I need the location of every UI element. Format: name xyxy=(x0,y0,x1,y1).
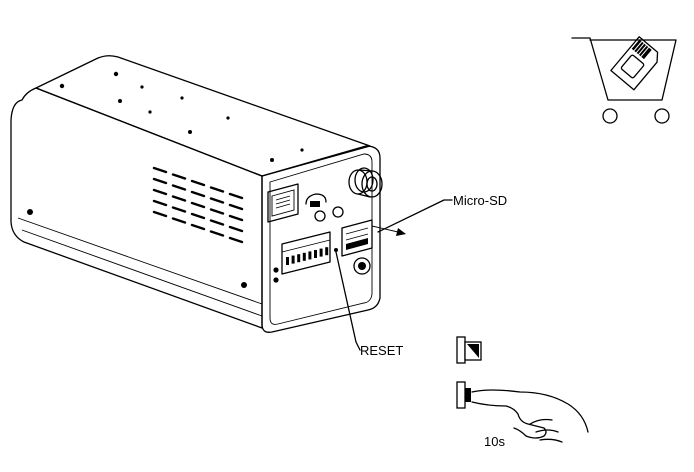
button-pressed-icon: 10s xyxy=(456,381,589,449)
terminal-pin xyxy=(325,247,329,256)
led-icon xyxy=(314,210,326,222)
vent-slot xyxy=(171,173,187,180)
terminal-pin xyxy=(286,257,289,265)
hand-press-icon xyxy=(471,389,589,443)
vent-slots xyxy=(152,166,244,244)
terminal-pin xyxy=(319,248,323,257)
vent-slot xyxy=(209,186,225,193)
vent-slot xyxy=(209,197,225,204)
vent-slot xyxy=(228,236,244,244)
camera-body xyxy=(10,55,381,333)
micro-sd-slot-icon xyxy=(341,219,373,257)
vent-slot xyxy=(152,188,168,196)
vent-slot xyxy=(152,199,168,207)
vent-slot xyxy=(171,195,187,202)
rear-panel xyxy=(267,167,383,283)
shopping-cart-icon xyxy=(571,36,677,124)
vent-slot xyxy=(209,230,225,237)
vent-slot xyxy=(152,210,168,218)
bnc-connector-icon xyxy=(348,167,383,198)
terminal-pin xyxy=(297,254,301,263)
sd-card-icon xyxy=(610,36,659,91)
ethernet-port-icon xyxy=(267,183,299,223)
terminal-pin xyxy=(308,251,312,260)
vent-slot xyxy=(152,166,168,174)
vent-slot xyxy=(190,179,206,187)
terminal-pin xyxy=(314,250,317,258)
vent-slot xyxy=(152,177,168,185)
vent-slot xyxy=(190,190,206,198)
duration-label: 10s xyxy=(484,434,505,449)
reset-hole-icon xyxy=(334,248,338,252)
terminal-block-icon xyxy=(281,231,331,275)
vent-slot xyxy=(209,208,225,215)
audio-jack-icon xyxy=(305,193,327,207)
button-released-icon xyxy=(456,336,482,364)
side-screw-icon xyxy=(27,209,33,215)
vent-slot xyxy=(171,184,187,191)
vent-slot xyxy=(228,192,244,200)
vent-slot xyxy=(228,225,244,233)
micro-sd-callout: Micro-SD xyxy=(371,193,507,236)
vent-slot xyxy=(209,219,225,226)
terminal-pin xyxy=(291,255,295,264)
vent-slot xyxy=(171,217,187,224)
terminal-pin xyxy=(302,252,306,261)
vent-slot xyxy=(171,206,187,213)
reset-label: RESET xyxy=(360,343,403,358)
vent-slot xyxy=(190,201,206,209)
side-screw-icon xyxy=(241,282,247,288)
reset-callout: RESET xyxy=(335,251,403,358)
micro-sd-label: Micro-SD xyxy=(453,193,507,208)
power-connector-icon xyxy=(353,257,371,275)
led-icon xyxy=(332,206,344,218)
vent-slot xyxy=(228,214,244,222)
top-screws xyxy=(59,71,304,162)
vent-slot xyxy=(190,223,206,231)
vent-slot xyxy=(228,203,244,211)
vent-slot xyxy=(190,212,206,220)
